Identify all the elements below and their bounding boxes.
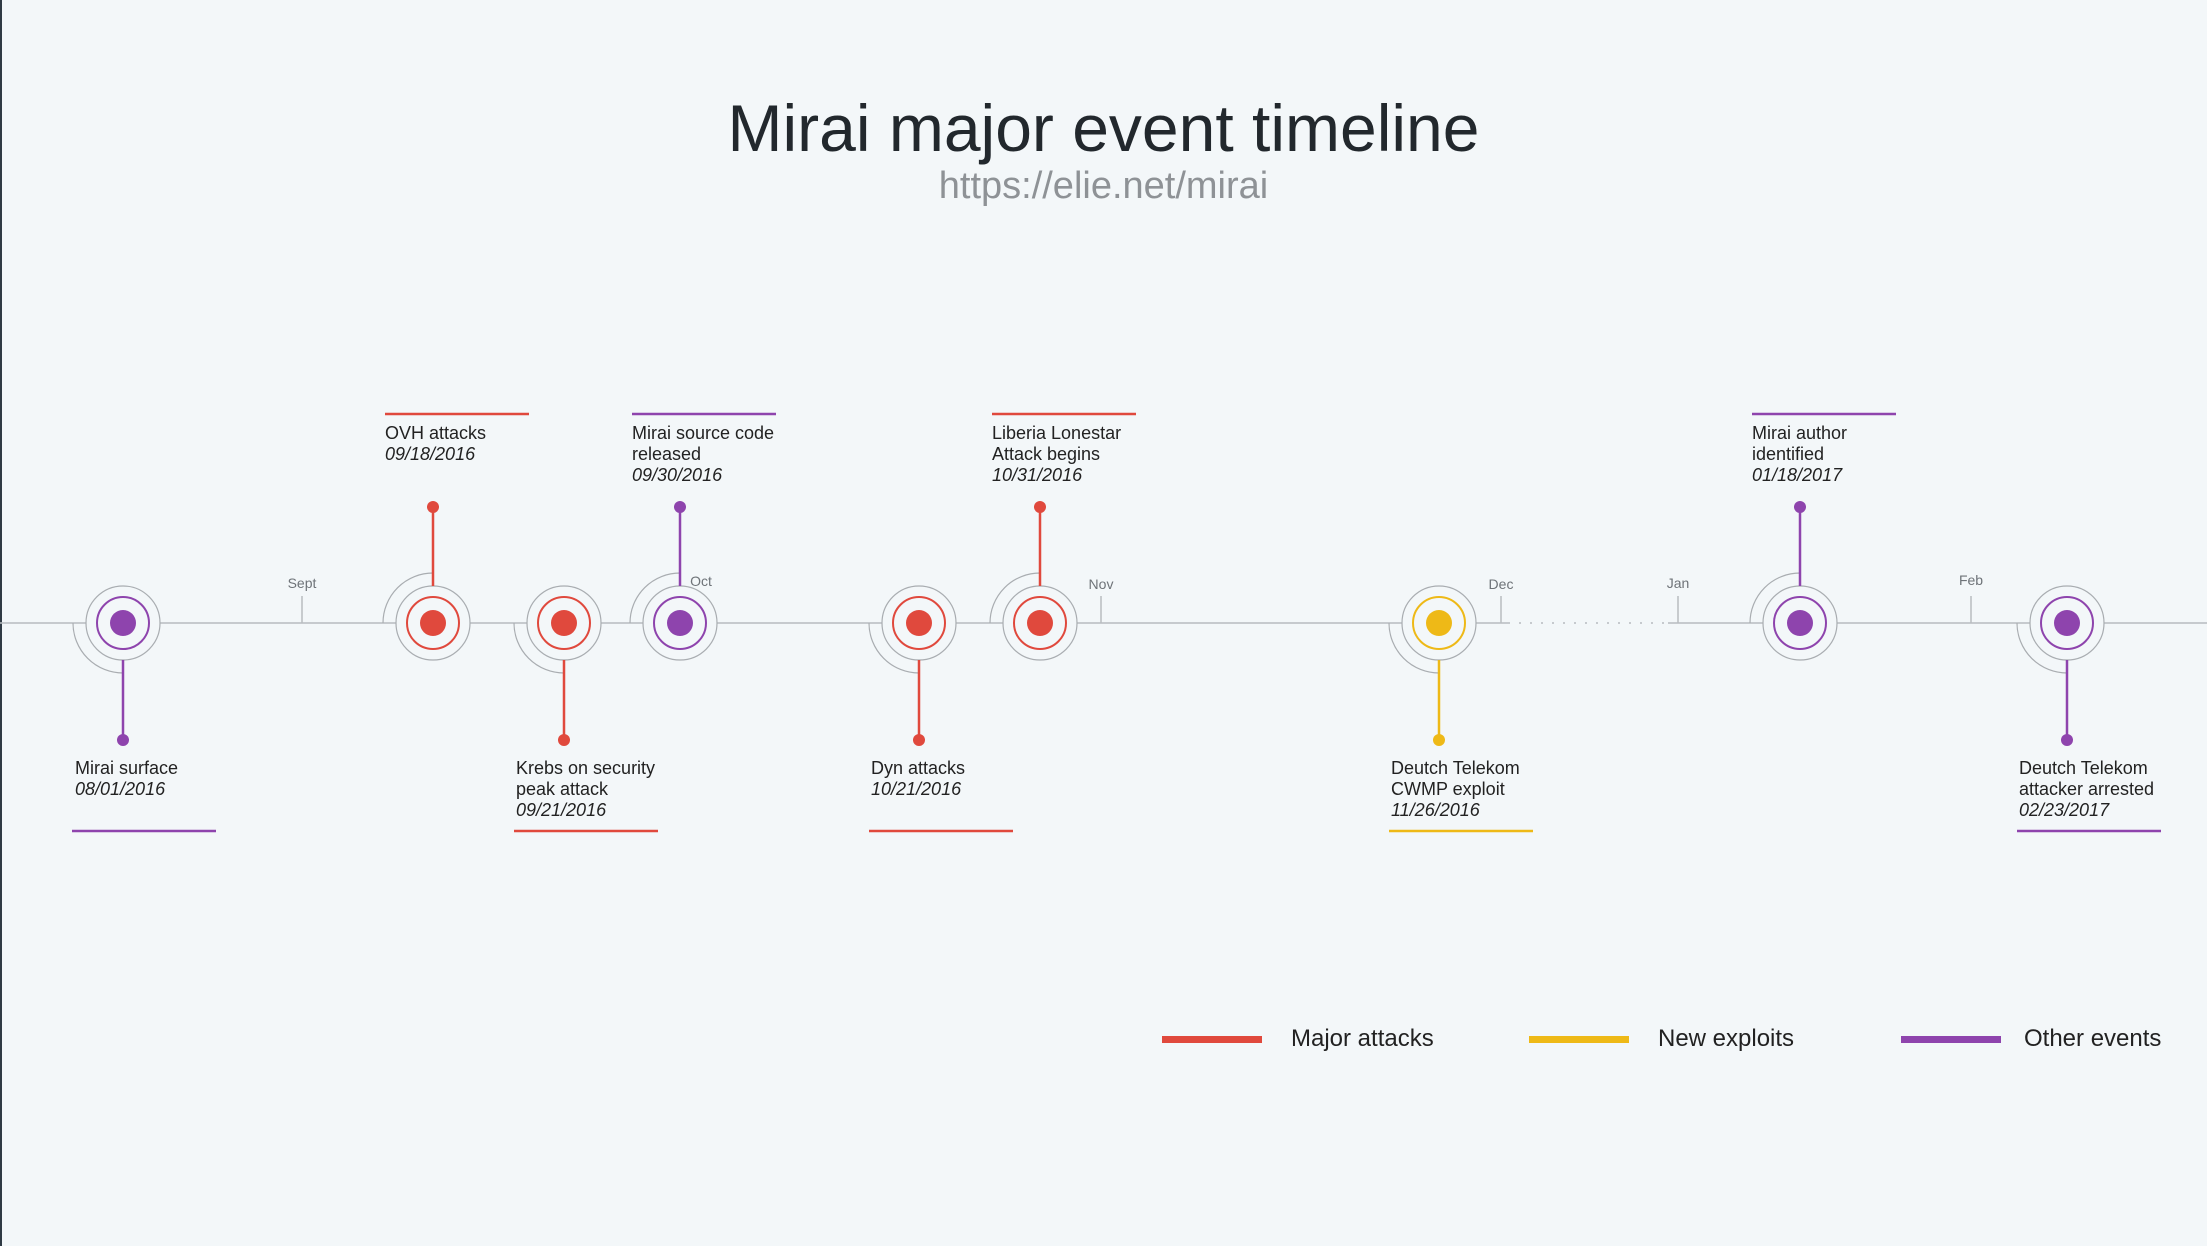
event-stem-dot [2061,734,2073,746]
event-color-ring [1412,596,1466,650]
legend-swatch-attack [1162,1036,1262,1043]
event-dot [667,610,693,636]
event-stem-dot [674,501,686,513]
event-color-ring [2040,596,2094,650]
event-color-ring [892,596,946,650]
event-color-ring [96,596,150,650]
event-date: 08/01/2016 [75,779,166,799]
event-title: Mirai author identified [1752,423,1848,464]
month-label: Jan [1667,575,1690,591]
event-bracket-arc [2016,622,2068,674]
event-date: 01/18/2017 [1752,465,1843,485]
event-title: OVH attacks [385,423,487,443]
event-bracket-arc [382,572,434,624]
legend-swatch-other [1901,1036,2001,1043]
event-date: 10/21/2016 [871,779,962,799]
event-dot [1027,610,1053,636]
event-color-ring [653,596,707,650]
event-title: Mirai surface [75,758,179,778]
event-bracket-arc [72,622,124,674]
month-label: Nov [1089,576,1114,592]
page-subtitle: https://elie.net/mirai [938,165,1269,207]
legend-label-exploit: New exploits [1658,1025,1795,1052]
legend-label-attack: Major attacks [1291,1025,1434,1052]
event-title: Mirai source code released [632,423,775,464]
month-label: Oct [690,573,712,589]
event-dot [1787,610,1813,636]
event-dot [2054,610,2080,636]
event-color-ring [1773,596,1827,650]
month-label: Dec [1489,576,1514,592]
event-bracket-arc [513,622,565,674]
event-bracket-arc [1388,622,1440,674]
event-color-ring [406,596,460,650]
event-title: Dyn attacks [871,758,966,778]
event-title: Krebs on security peak attack [516,758,656,799]
event-dot [906,610,932,636]
event-stem-dot [558,734,570,746]
event-date: 02/23/2017 [2019,800,2110,820]
event-stem-dot [913,734,925,746]
event-color-ring [1013,596,1067,650]
event-dot [420,610,446,636]
month-label: Sept [288,575,317,591]
event-stem-dot [117,734,129,746]
event-title: Liberia Lonestar Attack begins [992,423,1122,464]
event-color-ring [537,596,591,650]
event-date: 10/31/2016 [992,465,1083,485]
event-dot [110,610,136,636]
event-title: Deutch Telekom CWMP exploit [1391,758,1520,799]
event-bracket-arc [868,622,920,674]
legend-swatch-exploit [1529,1036,1629,1043]
event-stem-dot [1034,501,1046,513]
page-title: Mirai major event timeline [727,91,1480,165]
month-label: Feb [1959,572,1983,588]
event-bracket-arc [629,572,681,624]
event-dot [1426,610,1452,636]
event-stem-dot [1433,734,1445,746]
event-date: 09/21/2016 [516,800,607,820]
event-date: 09/18/2016 [385,444,476,464]
event-title: Deutch Telekom attacker arrested [2019,758,2155,799]
event-date: 11/26/2016 [1391,800,1480,820]
event-bracket-arc [1749,572,1801,624]
event-bracket-arc [989,572,1041,624]
event-stem-dot [427,501,439,513]
event-dot [551,610,577,636]
legend-label-other: Other events [2024,1025,2162,1052]
event-date: 09/30/2016 [632,465,723,485]
event-stem-dot [1794,501,1806,513]
